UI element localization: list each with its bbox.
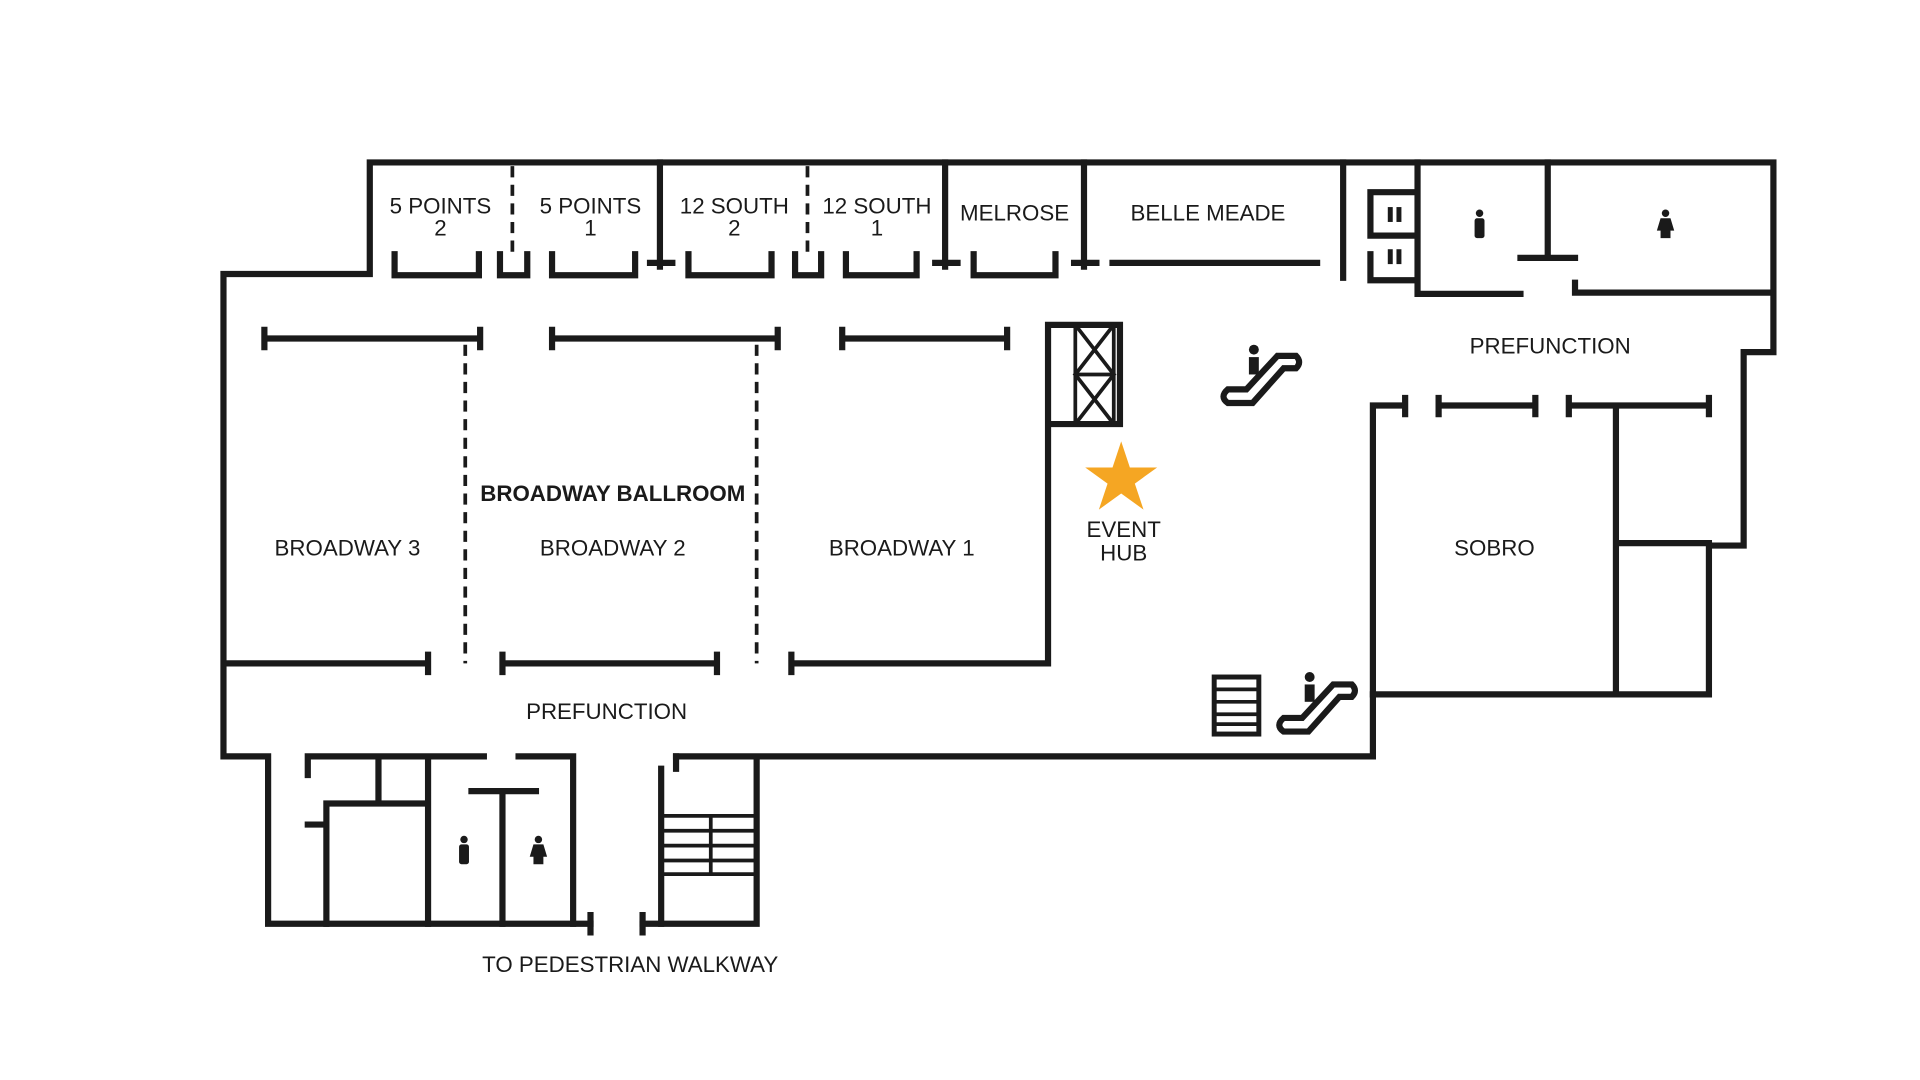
room-label-broadway-2: BROADWAY 2 [540, 535, 686, 560]
ballroom-title: BROADWAY BALLROOM [480, 481, 745, 506]
escalator-icon [1276, 672, 1359, 735]
restroom-women-icon [1656, 209, 1675, 239]
restroom-men-icon [459, 835, 469, 865]
room-label-12-south-2: 12 SOUTH [680, 193, 789, 218]
room-label-melrose: MELROSE [960, 201, 1069, 226]
stairs-icon [1211, 674, 1262, 737]
room-label-5-points-2: 5 POINTS [390, 193, 492, 218]
family-restroom-icon [1387, 207, 1402, 265]
restroom-women-icon [529, 835, 548, 865]
room-label-12-south-1: 12 SOUTH [822, 193, 931, 218]
room-label-belle-meade: BELLE MEADE [1131, 201, 1286, 226]
room-label-12-south-2-num: 2 [728, 216, 740, 241]
event-hub-label-2: HUB [1100, 540, 1147, 565]
walkway-label: TO PEDESTRIAN WALKWAY [482, 952, 778, 977]
restroom-men-icon [1474, 209, 1485, 239]
room-label-5-points-2-num: 2 [434, 216, 446, 241]
room-label-12-south-1-num: 1 [871, 216, 883, 241]
room-label-broadway-1: BROADWAY 1 [829, 535, 975, 560]
area-label-prefunction-bottom: PREFUNCTION [526, 699, 687, 724]
room-label-5-points-1-num: 1 [584, 216, 596, 241]
walls [220, 159, 1777, 936]
area-label-prefunction-top: PREFUNCTION [1470, 333, 1631, 358]
room-label-broadway-3: BROADWAY 3 [275, 535, 421, 560]
event-hub-label: EVENT [1087, 517, 1162, 542]
event-hub-star-icon [1085, 441, 1158, 510]
escalator-icon [1220, 344, 1303, 407]
room-label-5-points-1: 5 POINTS [540, 193, 642, 218]
room-label-sobro: SOBRO [1454, 535, 1535, 560]
